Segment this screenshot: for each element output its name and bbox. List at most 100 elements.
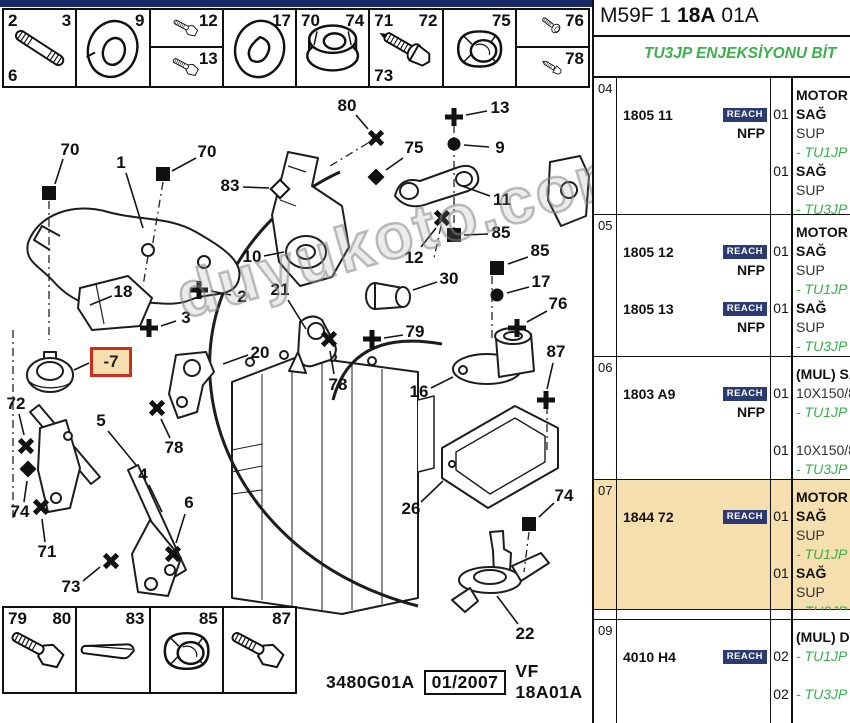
quantity-value <box>771 86 791 105</box>
part-label-4[interactable]: 4 <box>138 465 148 484</box>
screwsmall-icon <box>517 48 588 86</box>
description-line: - TU1JP <box>796 144 848 160</box>
cell-label-2: 2 <box>8 11 18 30</box>
quantity-value <box>771 143 791 162</box>
stud-icon <box>4 10 75 86</box>
leader-line <box>89 295 113 306</box>
leader-line <box>355 114 369 130</box>
part-label-71[interactable]: 71 <box>37 542 57 561</box>
table-gap-row <box>594 610 850 620</box>
part-ref[interactable]: 4010 H4 <box>623 648 676 665</box>
marker-cross <box>320 330 338 348</box>
dash-connector-line <box>523 531 530 573</box>
leader-line <box>465 110 488 116</box>
description-line <box>796 422 850 441</box>
part-ref[interactable]: 1844 72 <box>623 508 674 525</box>
part-label-72[interactable]: 72 <box>6 394 26 413</box>
part-label-76[interactable]: 76 <box>548 294 568 313</box>
part-label-5[interactable]: 5 <box>96 411 106 430</box>
quantity-value: 02 <box>773 686 789 702</box>
part-ref[interactable]: 1805 13 <box>623 300 674 317</box>
part-label-13[interactable]: 13 <box>490 98 510 117</box>
description-line: - TU1JP <box>796 281 848 297</box>
reach-badge[interactable]: REACH <box>722 301 767 316</box>
part-label-21[interactable]: 21 <box>270 280 290 299</box>
part-label-2[interactable]: 2 <box>237 287 247 306</box>
description-line: - TU3JP <box>796 201 848 217</box>
part-label-3[interactable]: 3 <box>181 308 191 327</box>
hardware-cell-83: 83 <box>77 608 151 692</box>
quantity-value <box>771 403 791 422</box>
part-ref[interactable]: 1805 11 <box>623 106 673 123</box>
part-label-73[interactable]: 73 <box>61 577 81 596</box>
quantity-value <box>771 181 791 200</box>
cell-label-75: 75 <box>491 11 511 30</box>
cell-label-87: 87 <box>272 609 291 628</box>
hardware-cell-87: 87 <box>224 608 295 692</box>
part-label-70[interactable]: 70 <box>197 142 217 161</box>
part-ref[interactable]: 1805 12 <box>623 243 674 260</box>
quantity-value: 01 <box>773 163 789 179</box>
part-label-74[interactable]: 74 <box>10 502 30 521</box>
part-label-85[interactable]: 85 <box>491 223 511 242</box>
bolt-icon <box>4 608 75 692</box>
part-label-78[interactable]: 78 <box>328 375 348 394</box>
leader-line <box>496 595 519 625</box>
leader-line <box>54 158 64 185</box>
part-label-11[interactable]: 11 <box>493 190 511 209</box>
part-label-79[interactable]: 79 <box>405 322 425 341</box>
part-label-74[interactable]: 74 <box>554 486 574 505</box>
part-label-30[interactable]: 30 <box>439 269 459 288</box>
highlight-callout-7[interactable]: -7 <box>90 347 132 377</box>
leader-line <box>546 362 554 390</box>
nut-icon <box>444 10 515 86</box>
part-label-85[interactable]: 85 <box>530 241 550 260</box>
drawing-code: 3480G01A <box>326 671 415 692</box>
part-ref[interactable]: 1803 A9 <box>623 385 676 402</box>
part-label-9[interactable]: 9 <box>495 138 505 157</box>
description-line: (MUL) DÜ <box>796 629 850 645</box>
reach-badge[interactable]: REACH <box>722 649 767 664</box>
part-label-22[interactable]: 22 <box>515 624 535 643</box>
description-line: - TU1JP <box>796 546 848 562</box>
part-label-18[interactable]: 18 <box>113 282 133 301</box>
cell-label-3: 3 <box>61 11 72 30</box>
part-label-87[interactable]: 87 <box>546 342 566 361</box>
quantity-value <box>771 422 791 441</box>
part-label-20[interactable]: 20 <box>250 343 270 362</box>
part-label-78[interactable]: 78 <box>164 438 184 457</box>
reach-badge[interactable]: REACH <box>722 107 767 122</box>
part-label-16[interactable]: 16 <box>409 382 429 401</box>
part-label-1[interactable]: 1 <box>116 153 126 172</box>
part-label-26[interactable]: 26 <box>401 499 421 518</box>
part-label-70[interactable]: 70 <box>60 140 80 159</box>
description-line: SUP <box>796 262 825 278</box>
marker-dot <box>447 137 461 151</box>
description-line: - TU3JP <box>796 461 848 477</box>
hardware-cell-17: 17 <box>224 10 297 86</box>
part-label-10[interactable]: 10 <box>242 247 262 266</box>
part-label-83[interactable]: 83 <box>220 176 240 195</box>
quantity-value <box>771 488 791 507</box>
part-label-12[interactable]: 12 <box>404 248 424 267</box>
description-line: SAĞ <box>796 565 827 581</box>
part-label-6[interactable]: 6 <box>184 493 194 512</box>
part-label-75[interactable]: 75 <box>404 138 424 157</box>
part-label-80[interactable]: 80 <box>337 96 357 115</box>
part-label-17[interactable]: 17 <box>531 272 551 291</box>
reach-badge[interactable]: REACH <box>722 244 767 259</box>
quantity-value <box>771 318 791 337</box>
reach-badge[interactable]: REACH <box>722 509 767 524</box>
reach-badge[interactable]: REACH <box>722 386 767 401</box>
